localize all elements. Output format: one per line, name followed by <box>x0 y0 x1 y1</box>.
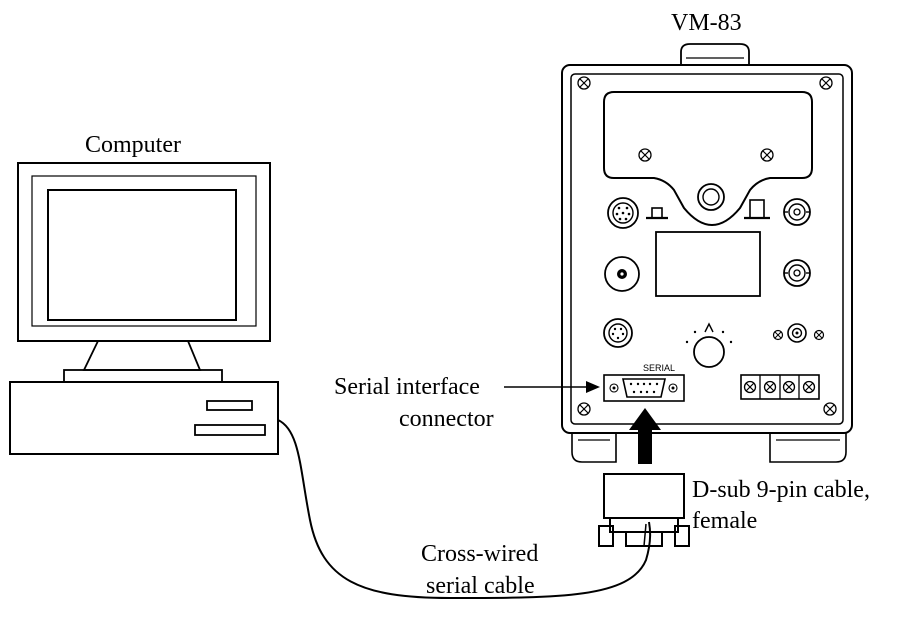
connector-label: connector <box>399 406 494 432</box>
small-connector-with-screws <box>772 323 825 343</box>
bnc-connector-upper <box>783 198 811 226</box>
dsub-cable-label: D-sub 9-pin cable, <box>692 477 870 503</box>
computer-label: Computer <box>85 132 181 158</box>
serial-cable-label: serial cable <box>426 573 535 599</box>
serial-interface-label: Serial interface <box>334 374 480 400</box>
pointer-arrow <box>504 381 600 393</box>
rotary-knob <box>685 322 733 368</box>
small-multipin-connector <box>603 318 633 348</box>
multipin-connector <box>607 197 639 229</box>
cover-plate <box>603 91 813 226</box>
switch-symbol-left <box>646 207 668 220</box>
display-window <box>655 231 761 297</box>
computer-case <box>9 381 279 455</box>
serial-connector: SERIAL <box>603 363 685 402</box>
dsub-female-plug <box>598 473 690 547</box>
center-knob <box>697 183 725 211</box>
bnc-connector-lower <box>783 259 811 287</box>
serial-panel-label: SERIAL <box>643 363 675 373</box>
switch-symbol-right <box>744 199 770 220</box>
device-name-label: VM-83 <box>671 10 742 36</box>
floppy-drive-slot <box>206 400 253 411</box>
vm83-device: SERIAL <box>561 43 853 463</box>
corner-screws <box>577 76 837 416</box>
monitor-stand <box>63 340 223 383</box>
cd-drive-slot <box>194 424 266 436</box>
cross-wired-label: Cross-wired <box>421 541 539 567</box>
monitor <box>17 162 271 342</box>
female-label: female <box>692 508 758 534</box>
cross-wired-serial-cable <box>277 419 652 600</box>
device-feet <box>571 433 847 463</box>
computer-illustration <box>9 162 279 455</box>
insert-arrow <box>629 408 661 464</box>
terminal-block <box>740 374 820 400</box>
audio-jack <box>604 256 640 292</box>
